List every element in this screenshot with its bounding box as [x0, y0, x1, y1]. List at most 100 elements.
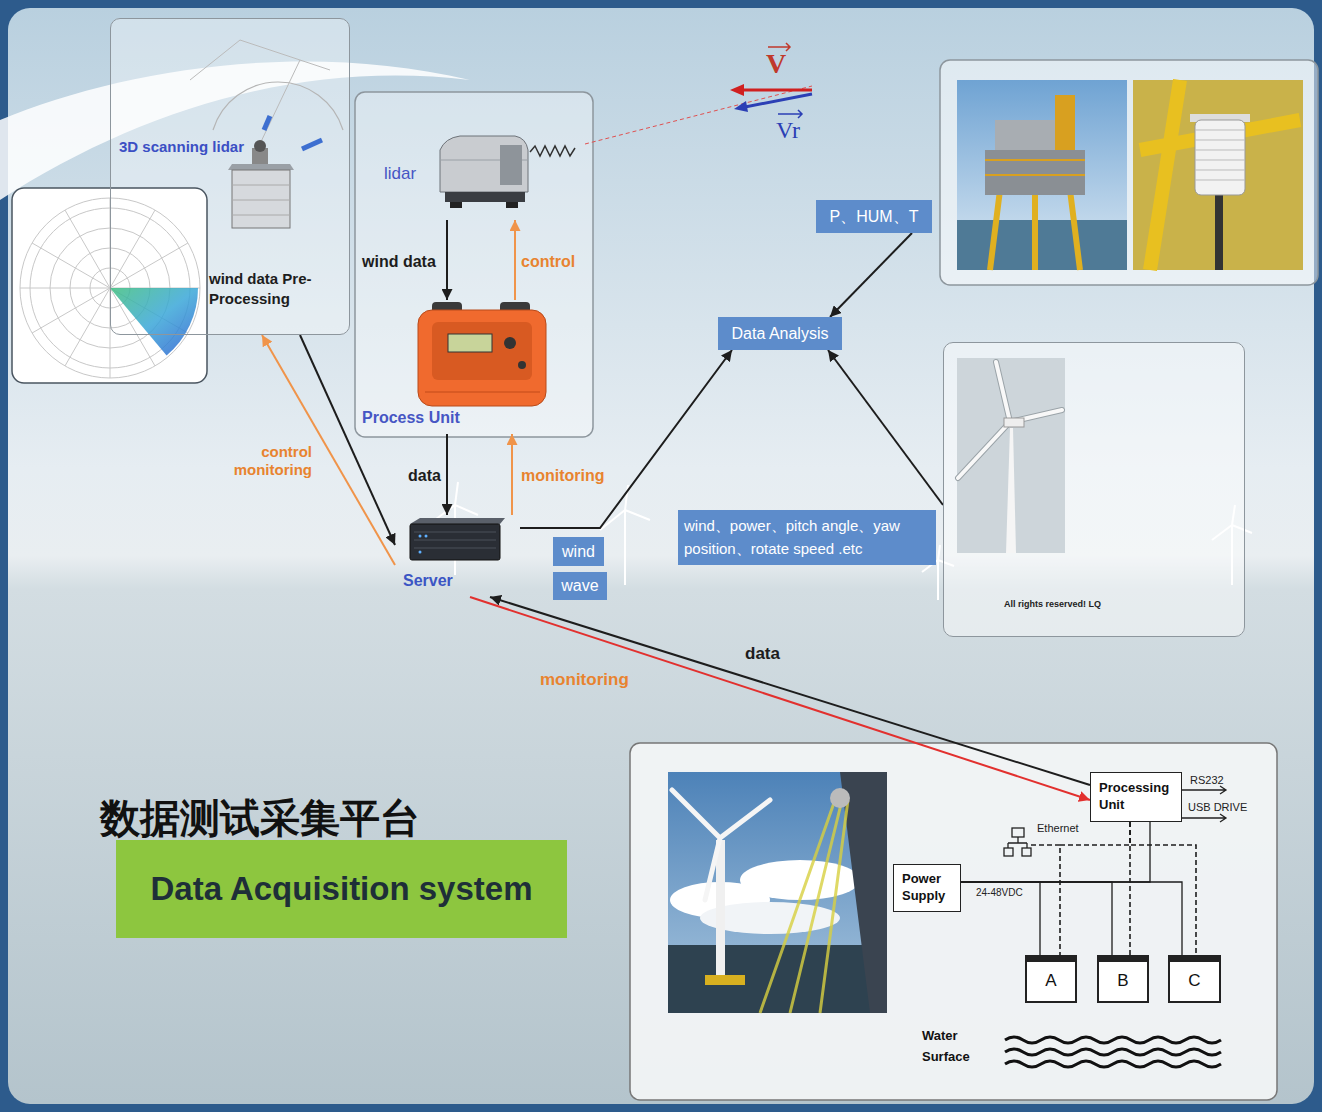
sea-background [8, 8, 1314, 1104]
connector [1060, 822, 1130, 955]
platform-photos [1140, 80, 1300, 270]
platform-photos [985, 160, 1085, 175]
distant-turbines [600, 485, 650, 585]
scanning-lidar-sketch [190, 40, 330, 148]
server-rack [410, 518, 505, 560]
connector [961, 882, 1182, 955]
offshore-photo [668, 945, 887, 1013]
panel-frames [355, 92, 593, 437]
node-text: wind [562, 542, 595, 561]
process-unit-device [518, 361, 526, 369]
node-text: Process Unit [362, 408, 460, 427]
platform-photos [1215, 195, 1223, 270]
sensor-box: B [1097, 955, 1149, 1003]
process-unit-device [432, 322, 532, 380]
scanning-lidar-sketch [232, 185, 290, 215]
server-rack [410, 524, 500, 560]
annotation: 24-48VDC [976, 887, 1023, 899]
platform-photos [985, 150, 1085, 195]
turbine-photo [957, 358, 1065, 553]
server-rack [419, 551, 422, 554]
connector [828, 350, 943, 505]
panel-frames [943, 342, 1245, 637]
process-unit-device [504, 337, 516, 349]
velocity-vectors [734, 101, 748, 112]
node-text: A [1045, 971, 1056, 991]
turbine-photo [1004, 418, 1024, 427]
velocity-vectors [730, 84, 744, 96]
offshore-photo [672, 790, 770, 900]
connector [520, 350, 732, 528]
platform-photos [1055, 95, 1075, 150]
velocity-vectors [745, 94, 812, 107]
turbine-photo [1006, 428, 1016, 553]
platform-photos [957, 220, 1127, 270]
connector [961, 882, 1112, 955]
data-tag: wind [553, 537, 604, 566]
diagram-title: 数据测试采集平台 [100, 798, 420, 838]
turbine-photo [958, 362, 1062, 478]
panel-frames [110, 18, 1318, 1100]
process-unit-device [425, 392, 540, 393]
offshore-photo [760, 800, 848, 1013]
sensor-box: C [1168, 955, 1221, 1003]
annotation: V [766, 50, 786, 78]
velocity-vectors [778, 110, 802, 118]
schematic-wires [1182, 786, 1226, 794]
platform-photos [1195, 120, 1245, 195]
node-text: Processing Unit [1099, 780, 1173, 814]
process-unit-device [448, 334, 492, 352]
velocity-vectors [730, 43, 812, 118]
server-rack [425, 535, 428, 538]
lidar-device [450, 202, 462, 208]
node-text: wave [561, 576, 598, 595]
platform-photos [1133, 80, 1303, 270]
offshore-photo [705, 975, 745, 985]
velocity-vectors [740, 89, 812, 92]
platform-photos [1195, 130, 1245, 180]
lidar-device [506, 202, 518, 208]
scanning-lidar-sketch [254, 140, 266, 152]
connector [514, 220, 516, 300]
edge-label: wind、power、pitch angle、yaw position、rota… [678, 510, 936, 565]
water-waves [1005, 1037, 1221, 1043]
connector [490, 597, 1090, 785]
connector [830, 233, 912, 317]
connector [961, 882, 1040, 955]
process-unit-device [418, 302, 546, 406]
offshore-photo [830, 788, 850, 808]
turbine-photo [957, 358, 1065, 553]
schematic-wires [1022, 848, 1031, 856]
title-band: Data Acquisition system [116, 840, 567, 938]
node-text: B [1117, 971, 1128, 991]
offshore-photo [668, 772, 887, 1013]
unit-box: Processing Unit [1090, 772, 1182, 822]
water-waves [1005, 1037, 1221, 1067]
node-text: C [1188, 971, 1200, 991]
annotation: USB DRIVE [1188, 801, 1247, 814]
connector [446, 434, 448, 515]
edge-label: data [408, 466, 441, 485]
process-unit-device [418, 310, 546, 406]
annotation: Vr [776, 118, 800, 142]
node-text: Data Analysis [732, 324, 829, 343]
edge-label: control [521, 252, 575, 271]
server-rack [419, 535, 422, 538]
lidar-device [500, 145, 522, 185]
node-text: Power Supply [902, 871, 952, 905]
connector [446, 220, 448, 300]
edge-label: wind data [362, 252, 436, 271]
server-rack [414, 532, 496, 548]
panel-frames [940, 60, 1318, 285]
panel-frames [630, 743, 1277, 1100]
scanning-lidar-sketch [228, 164, 294, 170]
edge-label: control monitoring [222, 443, 312, 479]
edge-label: monitoring [540, 670, 629, 690]
scanning-lidar-sketch [264, 116, 270, 130]
platform-photos [957, 80, 1303, 270]
